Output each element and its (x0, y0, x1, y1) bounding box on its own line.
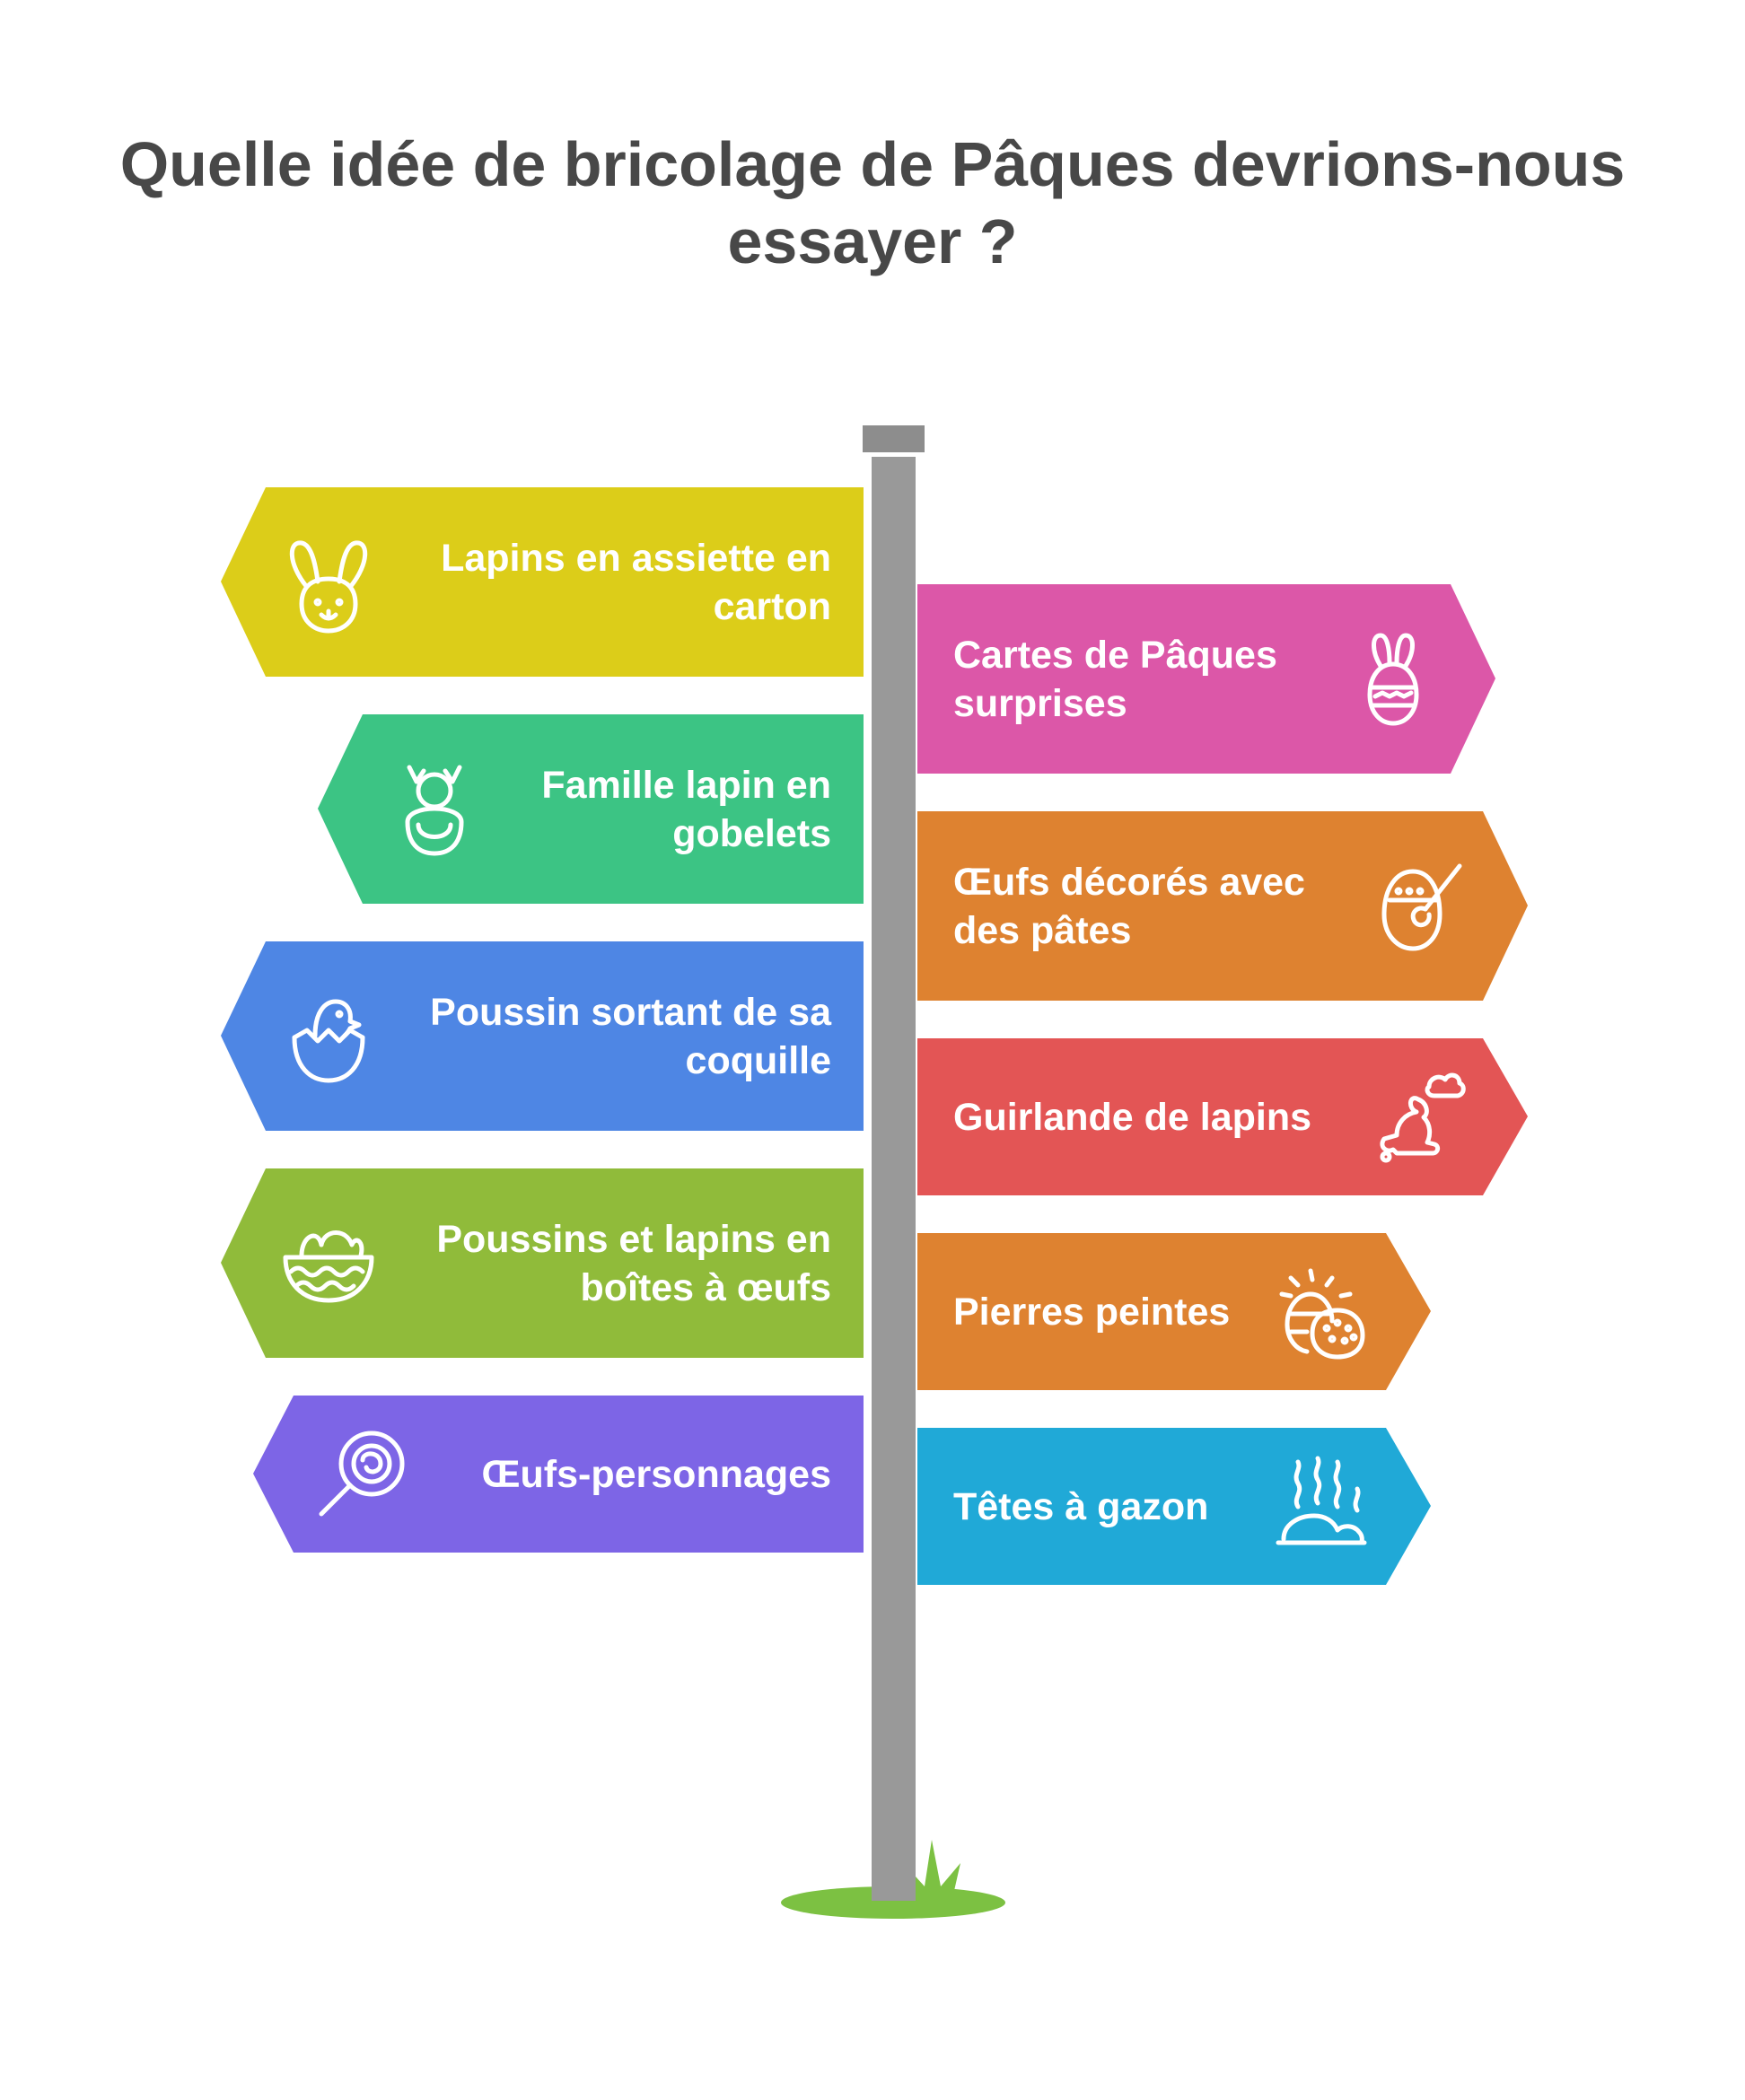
sign-fill (221, 1168, 864, 1358)
egg-paintbrush-icon (1381, 863, 1462, 951)
sign-fill (221, 941, 864, 1131)
bunny-egg-icon (1367, 633, 1419, 726)
title-line-1: Quelle idée de bricolage de Pâques devri… (119, 129, 1626, 199)
sign-arrow-shape (221, 941, 864, 1131)
sign-label-line: Cartes de Pâques (953, 633, 1277, 677)
sign-arrow-shape (917, 811, 1528, 1001)
sign-label: Têtes à gazon (953, 1428, 1276, 1585)
sign-label-line: Guirlande de lapins (953, 1095, 1312, 1139)
sign-label-line: boîtes à œufs (580, 1265, 831, 1309)
sign-arrow-shape (253, 1396, 864, 1553)
sign-fill (318, 714, 864, 904)
sign-arrow-shape (917, 584, 1495, 774)
sign-label-line: Poussins et lapins en (436, 1217, 831, 1261)
sign-arrow-shape (917, 1038, 1528, 1195)
sign-label-line: Œufs décorés avec (953, 860, 1305, 904)
sign-bunny-garland: Guirlande de lapins (917, 1038, 1528, 1195)
sign-fill (253, 1396, 864, 1553)
painted-eggs-icon (1279, 1268, 1365, 1360)
lollipop-icon (319, 1431, 405, 1517)
sign-fill (917, 1428, 1431, 1585)
sign-label-line: Têtes à gazon (953, 1484, 1209, 1528)
bunny-ring-icon (405, 765, 464, 856)
sign-arrow-shape (917, 1428, 1431, 1585)
sign-painted-stones: Pierres peintes (917, 1233, 1431, 1390)
title-line-2: essayer ? (727, 206, 1018, 276)
sign-arrow-shape (318, 714, 864, 904)
rabbit-icon (289, 540, 368, 634)
sign-label-line: carton (713, 584, 831, 628)
sign-label-line: Poussin sortant de sa (430, 990, 831, 1034)
sign-label-line: coquille (685, 1038, 831, 1082)
grass-heads-icon (1276, 1456, 1367, 1545)
grass-ground-icon (781, 1831, 1005, 1919)
sign-fill (917, 1038, 1528, 1195)
egg-basket-icon (283, 1230, 374, 1303)
sign-label-line: Pierres peintes (953, 1290, 1231, 1334)
sign-label-line: Famille lapin en (541, 763, 831, 807)
signpost-cap (863, 425, 925, 452)
sign-grass-heads: Têtes à gazon (917, 1428, 1431, 1585)
sign-arrow-shape (221, 487, 864, 677)
sign-arrow-shape (221, 1168, 864, 1358)
sign-label: Œufs-personnages (433, 1396, 831, 1553)
sign-label: Pierres peintes (953, 1233, 1276, 1390)
diagram-title: Quelle idée de bricolage de Pâques devri… (54, 126, 1691, 280)
sign-fill (221, 487, 864, 677)
sign-fill (917, 811, 1528, 1001)
sign-label-line: des pâtes (953, 908, 1132, 952)
sign-label-line: Œufs-personnages (481, 1452, 831, 1496)
sign-fill (917, 584, 1495, 774)
hatching-chick-icon (292, 999, 365, 1083)
sign-egg-characters: Œufs-personnages (253, 1396, 864, 1553)
sign-label-line: Lapins en assiette en (441, 536, 831, 580)
sign-label: Guirlande de lapins (953, 1038, 1348, 1195)
sign-label-line: gobelets (672, 811, 831, 855)
signpost-pole (872, 457, 916, 1897)
bunny-garland-icon (1380, 1072, 1466, 1163)
sign-label-line: surprises (953, 681, 1127, 725)
